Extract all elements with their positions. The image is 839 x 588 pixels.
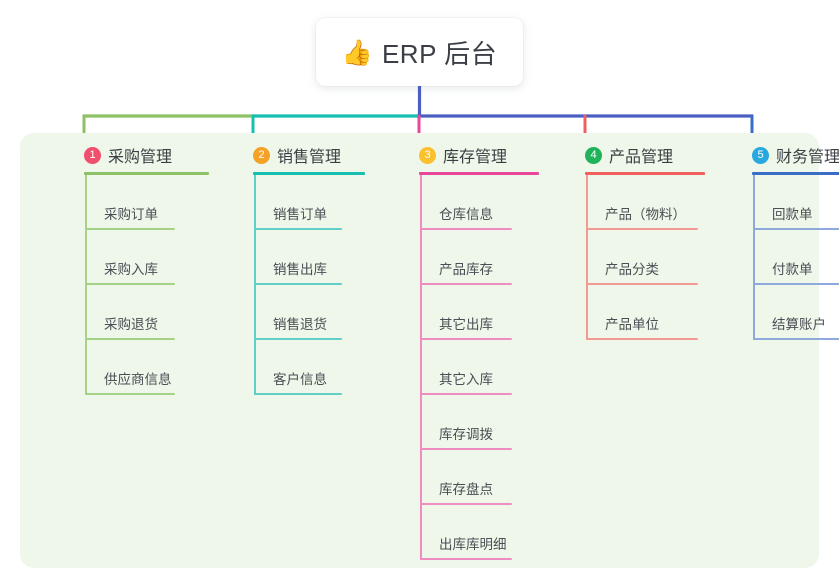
branch-header-1[interactable]: 1 采购管理 [84,143,172,167]
branch-underline-2 [253,172,365,175]
branch-item-underline [85,283,175,285]
branch-title-2: 销售管理 [277,149,342,166]
branch-columns: 1 采购管理采购订单采购入库采购退货供应商信息 2 销售管理销售订单销售出库销售退货客… [20,133,839,568]
branch-item-label: 库存盘点 [439,482,493,497]
branch-spine-1 [85,175,87,395]
branch-item-label: 付款单 [772,262,813,277]
branch-title-3: 库存管理 [443,149,508,166]
branch-item-label: 结算账户 [772,317,826,332]
branch-spine-5 [753,175,755,340]
branch-item-underline [420,448,512,450]
branch-item-underline [586,283,698,285]
branch-item-label: 产品（物料） [605,207,686,222]
branch-item-label: 库存调拨 [439,427,493,442]
branch-item-underline [420,558,512,560]
branch-item-label: 销售订单 [273,207,327,222]
branch-header-5[interactable]: 5 财务管理 [752,143,839,167]
branch-item-underline [586,338,698,340]
branch-item-label: 产品单位 [605,317,659,332]
branch-underline-4 [585,172,705,175]
branch-item-underline [254,338,342,340]
branch-item-underline [420,503,512,505]
branch-spine-4 [586,175,588,340]
branch-item-label: 产品库存 [439,262,493,277]
branch-badge-2: 2 [253,146,270,164]
branch-item-label: 仓库信息 [439,207,493,222]
branch-header-3[interactable]: 3 库存管理 [419,143,507,167]
branch-item-underline [420,393,512,395]
branch-spine-3 [420,175,422,560]
branch-item-label: 销售退货 [273,317,327,332]
branch-item-label: 产品分类 [605,262,659,277]
branch-item-underline [586,228,698,230]
branch-title-1: 采购管理 [108,149,173,166]
branch-item-label: 其它入库 [439,372,493,387]
branches-panel [20,133,819,568]
branch-item-label: 出库库明细 [439,537,507,552]
branch-item-label: 销售出库 [273,262,327,277]
branch-item-label: 采购入库 [104,262,158,277]
branch-item-label: 供应商信息 [104,372,172,387]
branch-item-label: 回款单 [772,207,813,222]
root-title: ERP 后台 [381,38,498,69]
branch-item-underline [254,283,342,285]
branch-item-underline [254,228,342,230]
branch-item-underline [420,283,512,285]
branch-item-underline [85,393,175,395]
branch-item-underline [753,338,839,340]
branch-item-underline [254,393,342,395]
root-node[interactable]: 👍 ERP 后台 [316,18,523,86]
branch-badge-4: 4 [585,146,602,164]
branch-header-2[interactable]: 2 销售管理 [253,143,341,167]
branch-badge-5: 5 [752,146,769,164]
branch-underline-1 [84,172,209,175]
branch-badge-1: 1 [84,146,101,164]
branch-item-label: 客户信息 [273,372,327,387]
branch-underline-3 [419,172,539,175]
branch-header-4[interactable]: 4 产品管理 [585,143,673,167]
branch-title-5: 财务管理 [776,149,839,166]
branch-item-label: 其它出库 [439,317,493,332]
branch-item-underline [420,338,512,340]
branch-item-underline [85,338,175,340]
branch-item-label: 采购订单 [104,207,158,222]
thumbs-up-icon: 👍 [341,37,373,67]
branch-spine-2 [254,175,256,395]
branch-title-4: 产品管理 [609,149,674,166]
branch-item-underline [753,283,839,285]
branch-item-label: 采购退货 [104,317,158,332]
branch-item-underline [420,228,512,230]
branch-item-underline [753,228,839,230]
branch-item-underline [85,228,175,230]
branch-badge-3: 3 [419,146,436,164]
branch-underline-5 [752,172,839,175]
